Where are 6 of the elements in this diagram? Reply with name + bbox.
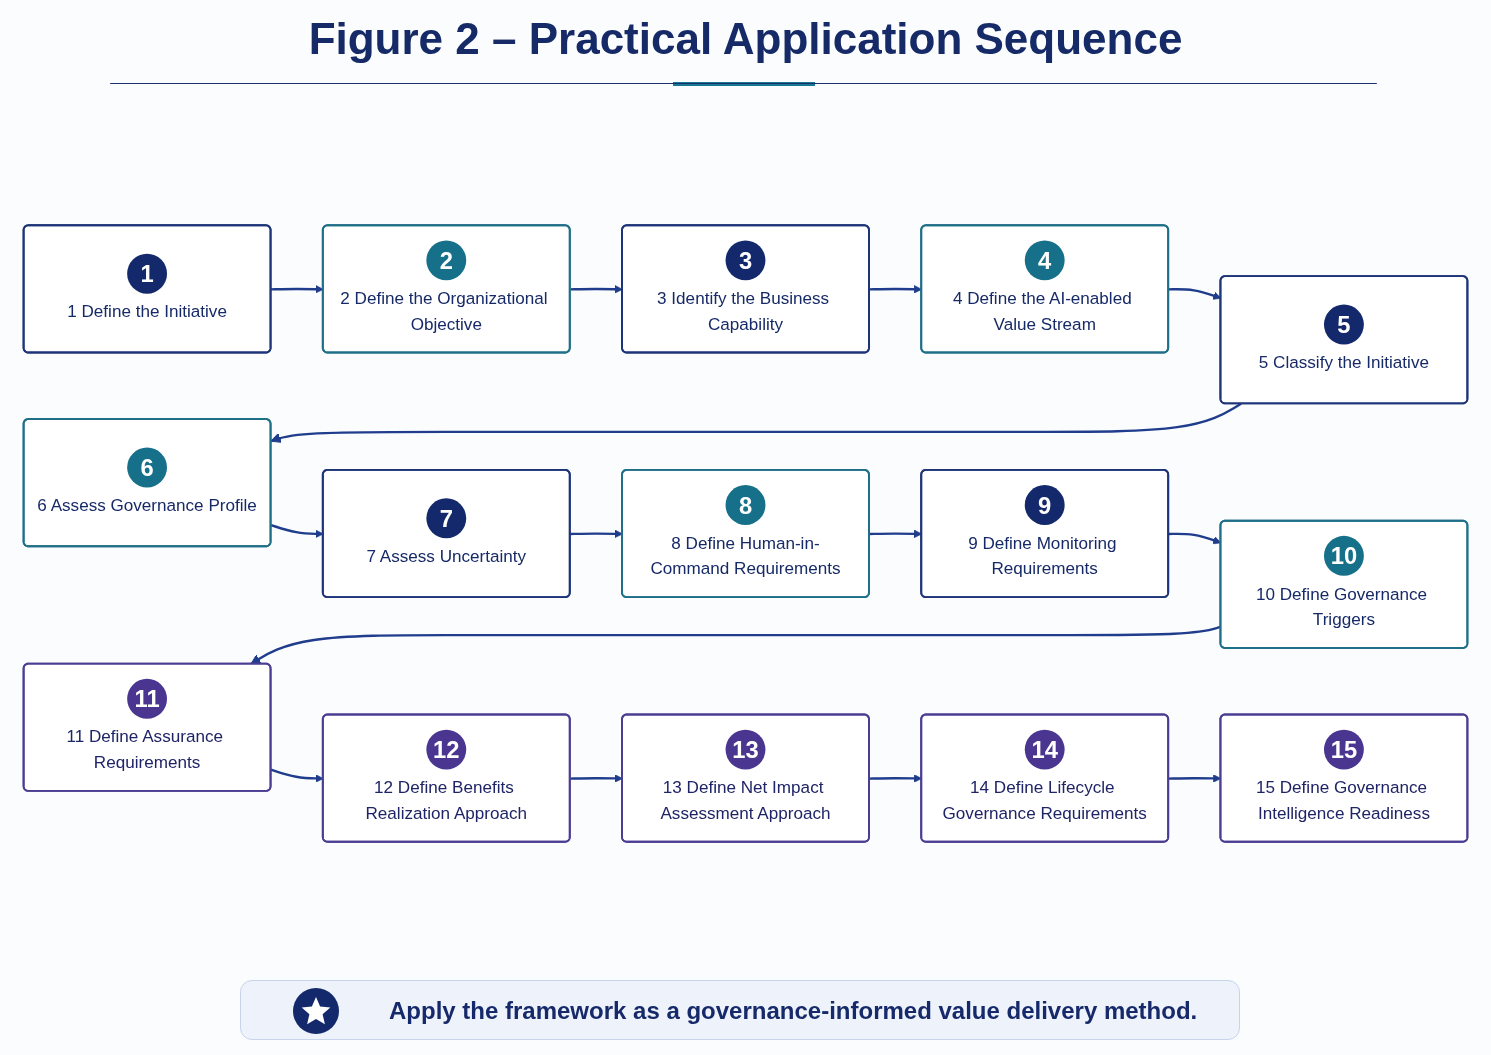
arrow xyxy=(570,285,623,294)
title: Figure 2 – Practical Application Sequence xyxy=(307,14,1184,64)
arrow xyxy=(570,529,623,538)
caption: Apply the framework as a governance-informed value delivery method. xyxy=(389,997,1198,1025)
arrow xyxy=(270,402,1242,443)
arrow xyxy=(570,774,623,783)
